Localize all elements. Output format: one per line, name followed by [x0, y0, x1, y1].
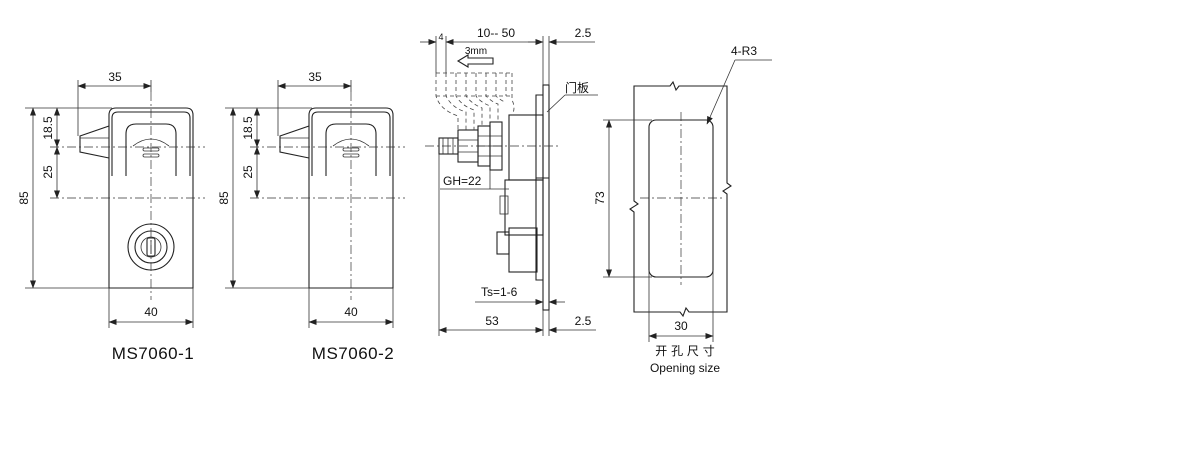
front-view-ms7060-1: 35 40 85 18.5 25 MS7060-1 [17, 70, 205, 363]
cam-adjust-positions [435, 72, 515, 130]
side-view: 3mm 4 10-- 50 2.5 门板 GH=22 Ts=1-6 53 2.5 [420, 26, 598, 336]
lower-housing [504, 179, 544, 236]
dim-height-total: 85 [17, 191, 31, 205]
caption-chinese: 开 孔 尺 寸 [655, 344, 714, 358]
caption-english: Opening size [650, 361, 720, 375]
cylinder-front [496, 231, 510, 255]
label-gh: GH=22 [443, 174, 482, 188]
front-view-ms7060-2: 35 40 85 18.5 25 MS7060-2 [217, 70, 405, 363]
cam-tab [279, 125, 310, 159]
dim-plate-bottom: 2.5 [575, 314, 592, 328]
dim-middle: 25 [241, 165, 255, 179]
dim-width-bottom: 40 [144, 305, 158, 319]
dim-upper: 18.5 [41, 116, 55, 140]
view-title: MS7060-2 [312, 344, 394, 363]
label-ts: Ts=1-6 [481, 285, 518, 299]
view-title: MS7060-1 [112, 344, 194, 363]
handle-inner [325, 123, 377, 176]
dim-upper: 18.5 [241, 116, 255, 140]
dim-small: 4 [438, 32, 443, 42]
dim-depth: 53 [485, 314, 499, 328]
label-door-plate: 门板 [565, 80, 589, 95]
dim-width-bottom: 40 [344, 305, 358, 319]
dim-middle: 25 [41, 165, 55, 179]
handle-inner [125, 123, 177, 176]
dim-width: 30 [674, 319, 688, 333]
dim-range: 10-- 50 [477, 26, 515, 40]
cutout-view: 73 30 4-R3 开 孔 尺 寸 Opening size [593, 44, 772, 375]
dim-width-top: 35 [108, 70, 122, 84]
dim-height: 73 [593, 191, 607, 205]
dim-radius: 4-R3 [731, 44, 757, 58]
cam-tab [79, 125, 110, 159]
dim-width-top: 35 [308, 70, 322, 84]
door-plate [542, 84, 550, 311]
housing-block [508, 114, 544, 181]
dim-height-total: 85 [217, 191, 231, 205]
adjust-direction-arrow [456, 54, 494, 68]
panel-outline [629, 80, 732, 318]
dim-plate-top: 2.5 [575, 26, 592, 40]
dim-step: 3mm [465, 46, 487, 57]
